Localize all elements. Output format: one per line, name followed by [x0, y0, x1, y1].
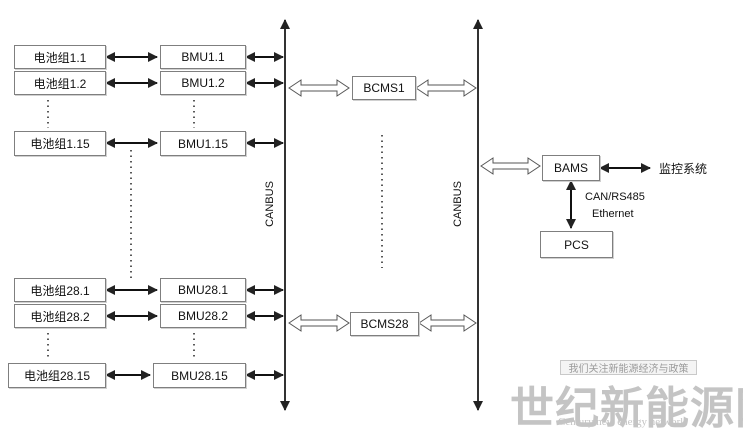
hollow-arrow-bcms28-bus	[418, 314, 477, 332]
bmu-28-2-label: BMU28.2	[177, 309, 229, 323]
battery-group-28-15: 电池组28.15	[8, 363, 106, 388]
bcms-1-label: BCMS1	[363, 81, 405, 95]
bmu-28-15-label: BMU28.15	[171, 368, 228, 383]
ethernet-label: Ethernet	[592, 208, 634, 220]
battery-group-1-2: 电池组1.2	[14, 71, 106, 95]
can-rs485-label: CAN/RS485	[585, 191, 645, 203]
bmu-1-15: BMU1.15	[160, 131, 246, 156]
bmu-1-1-label: BMU1.1	[181, 50, 225, 64]
battery-group-1-15: 电池组1.15	[14, 131, 106, 156]
hollow-arrow-bus-bams	[480, 157, 541, 175]
bmu-28-1: BMU28.1	[160, 278, 246, 302]
monitoring-system-label: 监控系统	[659, 162, 708, 176]
battery-group-28-15-label: 电池组28.15	[23, 369, 91, 383]
bmu-28-1-label: BMU28.1	[177, 283, 229, 297]
watermark-header: 我们关注新能源经济与政策	[560, 360, 697, 375]
watermark-title: 世纪新能源网	[510, 383, 743, 434]
bmu-1-2-label: BMU1.2	[181, 76, 225, 90]
battery-group-28-1-label: 电池组28.1	[30, 283, 90, 298]
bmu-28-2: BMU28.2	[160, 304, 246, 328]
hollow-arrow-bus-bcms1	[288, 79, 350, 97]
bmu-1-2: BMU1.2	[160, 71, 246, 95]
bcms-1: BCMS1	[352, 76, 416, 100]
bmu-1-1: BMU1.1	[160, 45, 246, 69]
bcms-28: BCMS28	[350, 312, 419, 336]
pcs-label: PCS	[564, 237, 589, 252]
battery-group-28-2-label: 电池组28.2	[30, 309, 90, 324]
battery-group-28-1: 电池组28.1	[14, 278, 106, 302]
bams-label: BAMS	[553, 161, 588, 175]
battery-group-1-1-label: 电池组1.1	[33, 50, 87, 65]
right-bus-label: CANBUS	[452, 181, 464, 227]
left-bus-label: CANBUS	[264, 181, 276, 227]
battery-group-28-2: 电池组28.2	[14, 304, 106, 328]
pcs-box: PCS	[540, 231, 613, 258]
bcms-28-label: BCMS28	[360, 317, 409, 331]
bmu-28-15: BMU28.15	[153, 363, 246, 388]
battery-group-1-1: 电池组1.1	[14, 45, 106, 69]
hollow-arrow-bus-bcms28	[288, 314, 350, 332]
battery-group-1-2-label: 电池组1.2	[33, 76, 87, 91]
bmu-1-15-label: BMU1.15	[177, 136, 229, 151]
watermark-subtitle: Century new energy network	[558, 416, 686, 428]
battery-group-1-15-label: 电池组1.15	[30, 137, 90, 151]
bams-box: BAMS	[542, 155, 600, 181]
hollow-arrow-bcms1-bus	[415, 79, 477, 97]
